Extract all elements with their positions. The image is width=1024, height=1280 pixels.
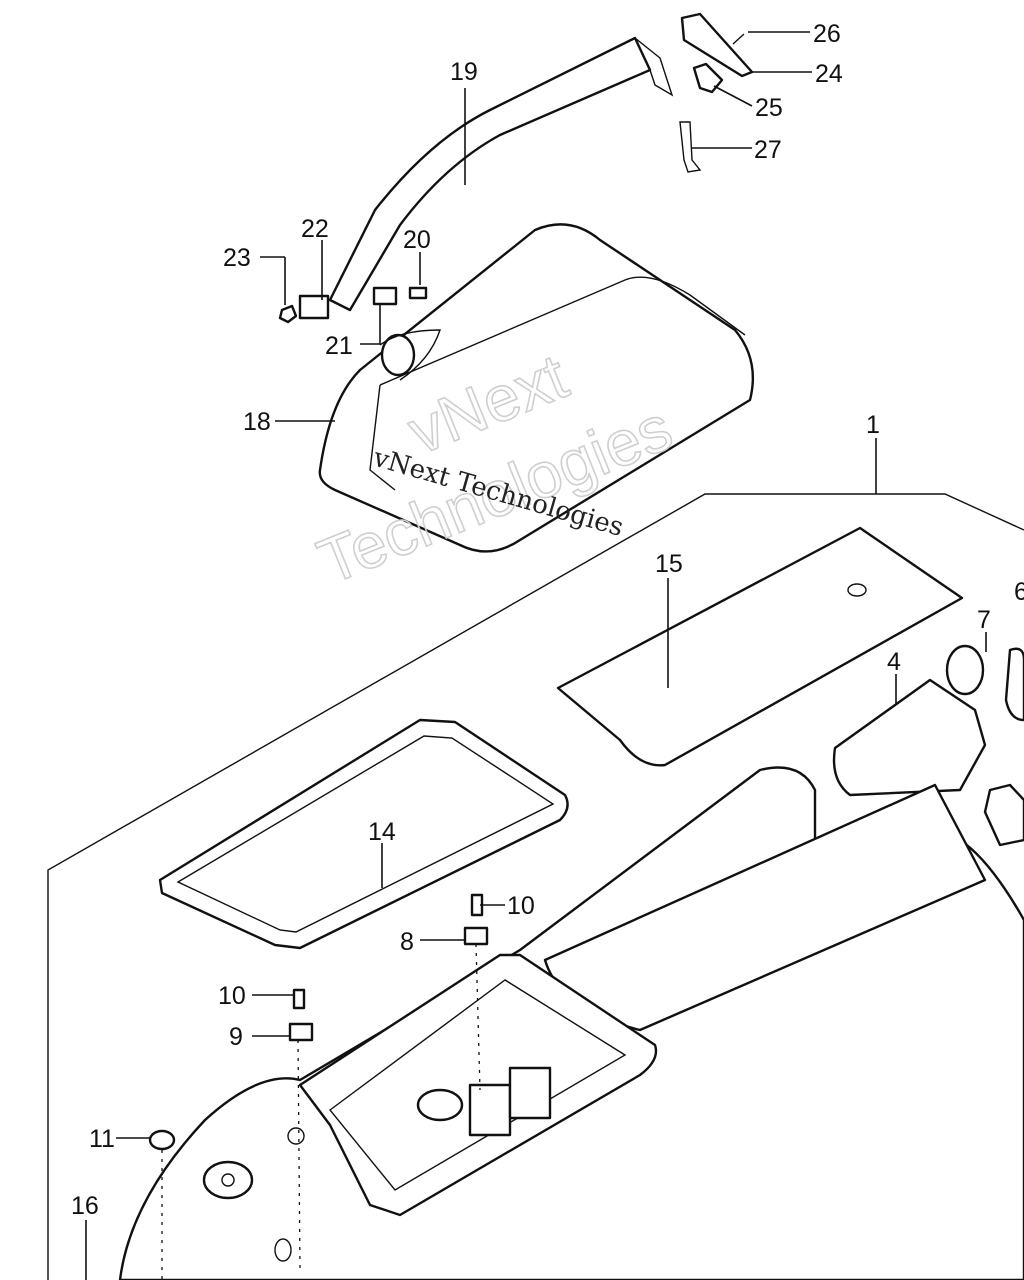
part-19-handle-pole — [298, 36, 674, 320]
part-14-gasket — [158, 718, 569, 950]
callout-labels: 26 24 25 27 19 22 20 23 21 18 1 15 6 7 4… — [71, 20, 1024, 1220]
callout-4: 4 — [887, 648, 901, 676]
callout-23: 23 — [223, 244, 251, 272]
bay-mount-b — [508, 1066, 552, 1120]
part-4-duct — [832, 678, 987, 797]
part-7-seal — [945, 644, 985, 696]
part-23-nut — [278, 304, 298, 324]
part-11-plug — [148, 1129, 176, 1151]
leader-lines — [85, 31, 987, 1280]
callout-16: 16 — [71, 1192, 99, 1220]
callout-20: 20 — [403, 226, 431, 254]
callout-22: 22 — [301, 215, 329, 243]
small-hardware — [278, 286, 428, 324]
callout-21: 21 — [325, 332, 353, 360]
callout-10-upper: 10 — [507, 892, 535, 920]
handle-end-parts — [679, 12, 754, 173]
part-15-deck-mat — [556, 526, 964, 767]
callout-9: 9 — [229, 1023, 243, 1051]
callout-14: 14 — [368, 818, 396, 846]
deck-hardware — [148, 893, 489, 1151]
callout-25: 25 — [755, 94, 783, 122]
part-18-engine-cover — [318, 223, 754, 553]
hull-front-hatch — [202, 1160, 254, 1200]
part-10-bolt-b — [292, 988, 306, 1010]
part-6-ring — [1004, 647, 1024, 722]
callout-24: 24 — [815, 60, 843, 88]
right-side-parts — [832, 644, 1024, 847]
callout-11: 11 — [89, 1125, 115, 1153]
part-8-nut — [463, 926, 489, 946]
part-25-pad — [692, 62, 724, 94]
part-5-cap — [983, 783, 1024, 847]
callout-6: 6 — [1014, 578, 1024, 606]
part-20-bolt — [408, 286, 428, 300]
callout-26: 26 — [813, 20, 841, 48]
dashed-guides — [161, 943, 481, 1280]
callout-1: 1 — [866, 411, 880, 439]
hull-frame-outline — [47, 493, 1024, 1280]
bay-mount-a — [468, 1083, 512, 1137]
callout-7: 7 — [977, 606, 991, 634]
part-27-clip — [679, 121, 702, 173]
callout-19: 19 — [450, 58, 478, 86]
callout-27: 27 — [754, 136, 782, 164]
bay-port — [416, 1088, 464, 1122]
part-26-screw — [732, 33, 745, 45]
part-22-clamp — [298, 294, 330, 320]
callout-15: 15 — [655, 550, 683, 578]
part-21-plate — [372, 286, 398, 306]
part-24-bracket — [680, 12, 754, 78]
hull-body — [118, 766, 1024, 1280]
part-9-nut — [288, 1022, 314, 1042]
callout-10-lower: 10 — [218, 982, 246, 1010]
callout-18: 18 — [243, 408, 271, 436]
callout-8: 8 — [400, 928, 414, 956]
